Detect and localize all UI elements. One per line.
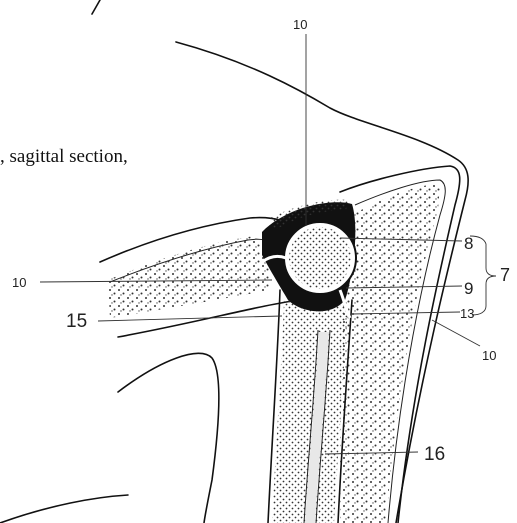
top-stroke-fragment (92, 0, 100, 14)
figure-caption: , sagittal section, (0, 146, 128, 168)
label-9: 9 (464, 279, 473, 298)
bottom-left-contour (0, 495, 128, 523)
label-13: 13 (460, 306, 474, 321)
lower-soft-tissue-curve (118, 353, 219, 523)
label-10-top: 10 (293, 17, 307, 32)
label-7: 7 (500, 265, 510, 285)
joint-head-marrow (289, 227, 351, 289)
label-15: 15 (66, 311, 87, 332)
label-8: 8 (464, 234, 473, 253)
label-10-left: 10 (12, 275, 26, 290)
label-10-right: 10 (482, 348, 496, 363)
label-16: 16 (424, 444, 445, 465)
